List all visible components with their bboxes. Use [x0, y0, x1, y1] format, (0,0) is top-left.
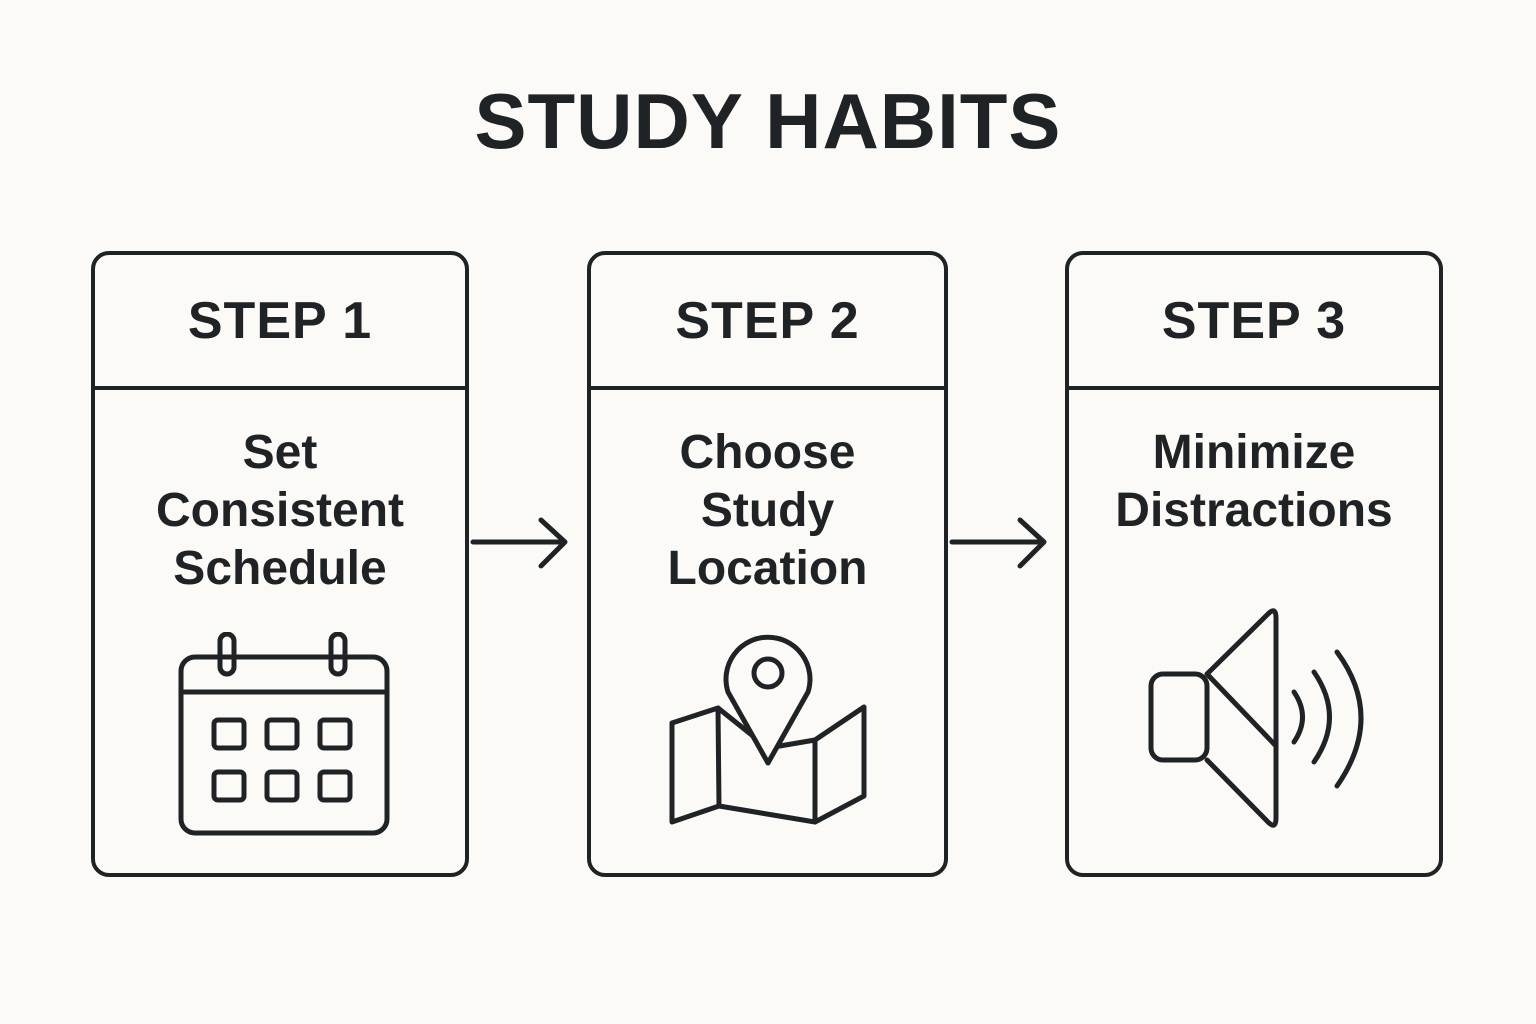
step-label: STEP 2 — [591, 255, 944, 390]
arrow-right-icon — [948, 512, 1066, 572]
step-description-line: Schedule — [173, 542, 387, 595]
step-card-3: STEP 3 Minimize Distractions — [1065, 251, 1443, 877]
step-description-line: Location — [667, 542, 868, 595]
speaker-icon — [1069, 604, 1439, 839]
step-description-line: Set — [242, 426, 318, 479]
step-label: STEP 3 — [1069, 255, 1439, 390]
step-description-line: Distractions — [1115, 484, 1393, 537]
map-pin-icon — [591, 629, 944, 834]
step-description-line: Choose — [679, 426, 856, 479]
step-description: Set Consistent Schedule — [95, 424, 465, 598]
step-description: Choose Study Location — [591, 424, 944, 598]
arrow-right-icon — [469, 512, 587, 572]
step-card-2: STEP 2 Choose Study Location — [587, 251, 948, 877]
calendar-icon — [95, 632, 465, 842]
step-label: STEP 1 — [95, 255, 465, 390]
step-description-line: Consistent — [155, 484, 404, 537]
step-description-line: Study — [700, 484, 835, 537]
step-description: Minimize Distractions — [1069, 424, 1439, 540]
diagram-title: STUDY HABITS — [474, 77, 1062, 165]
step-description-line: Minimize — [1152, 426, 1356, 479]
step-card-1: STEP 1 Set Consistent Schedule — [91, 251, 469, 877]
